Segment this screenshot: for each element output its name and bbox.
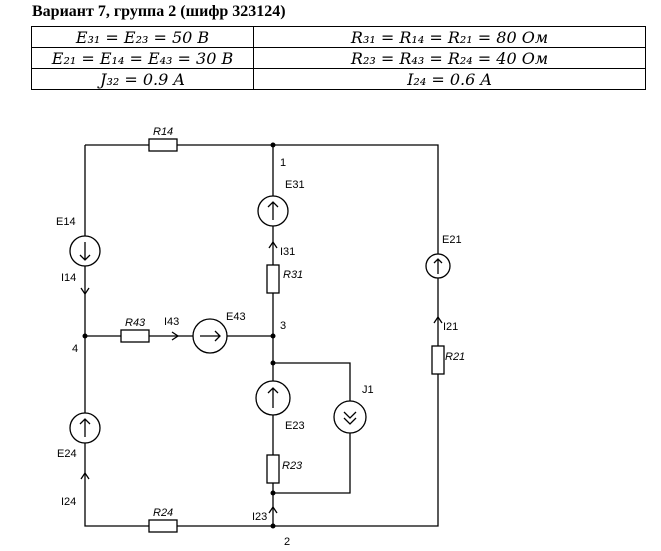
node-dot xyxy=(270,142,276,148)
label-r24: R24 xyxy=(153,507,173,519)
table-row: E₃₁ = E₂₃ = 50 B R₃₁ = R₁₄ = R₂₁ = 80 Ом xyxy=(31,26,646,48)
label-r14: R14 xyxy=(153,126,173,138)
label-r31: R31 xyxy=(283,269,303,281)
node-label-2: 2 xyxy=(284,536,290,548)
param-cell: I₂₄ = 0.6 A xyxy=(253,68,646,90)
arrow-i43-icon xyxy=(171,331,180,341)
resistor-r31 xyxy=(266,264,280,294)
param-cell: E₃₁ = E₂₃ = 50 B xyxy=(31,26,254,48)
node-label-1: 1 xyxy=(280,157,286,169)
param-cell: R₃₁ = R₁₄ = R₂₁ = 80 Ом xyxy=(253,26,646,48)
table-row: J₃₂ = 0.9 A I₂₄ = 0.6 A xyxy=(31,68,646,90)
label-e43: E43 xyxy=(226,311,246,323)
arrow-i21-icon xyxy=(433,315,443,324)
voltage-source-e43 xyxy=(192,318,228,354)
wires xyxy=(84,144,439,527)
voltage-source-e21 xyxy=(425,253,451,279)
arrow-i31-icon xyxy=(268,240,278,249)
node-dot xyxy=(270,523,276,529)
label-e31: E31 xyxy=(285,179,305,191)
node-label-4: 4 xyxy=(72,343,78,355)
label-r21: R21 xyxy=(445,351,465,363)
label-i24: I24 xyxy=(61,496,76,508)
label-i43: I43 xyxy=(164,316,179,328)
label-e21: E21 xyxy=(442,234,462,246)
label-i21: I21 xyxy=(443,321,458,333)
label-r23: R23 xyxy=(282,460,303,472)
voltage-source-e14 xyxy=(69,235,101,267)
label-e24: E24 xyxy=(57,448,77,460)
arrow-i23-icon xyxy=(268,505,278,514)
label-e14: E14 xyxy=(56,216,76,228)
parameters-table: E₃₁ = E₂₃ = 50 B R₃₁ = R₁₄ = R₂₁ = 80 Ом… xyxy=(31,26,646,90)
node-dot xyxy=(270,490,276,496)
arrow-i24-icon xyxy=(80,471,90,480)
resistor-r21 xyxy=(431,345,445,375)
label-i23: I23 xyxy=(252,511,267,523)
node-dot xyxy=(270,333,276,339)
param-cell: E₂₁ = E₁₄ = E₄₃ = 30 B xyxy=(31,47,254,69)
label-r43: R43 xyxy=(125,317,146,329)
variant-title: Вариант 7, группа 2 (шифр 323124) xyxy=(32,3,286,20)
label-i31: I31 xyxy=(280,246,295,258)
node-dot xyxy=(270,360,276,366)
resistor-r23 xyxy=(266,454,280,484)
voltage-source-e24 xyxy=(69,412,101,444)
voltage-source-e23 xyxy=(255,380,291,416)
voltage-source-e31 xyxy=(257,195,289,227)
param-cell: J₃₂ = 0.9 A xyxy=(31,68,254,90)
resistor-r43 xyxy=(120,329,150,343)
arrow-i14-icon xyxy=(80,287,90,296)
label-i14: I14 xyxy=(61,272,76,284)
label-j1: J1 xyxy=(362,384,374,396)
label-e23: E23 xyxy=(285,420,305,432)
resistor-r14 xyxy=(148,138,178,152)
resistor-r24 xyxy=(148,519,178,533)
node-dot xyxy=(82,333,88,339)
table-row: E₂₁ = E₁₄ = E₄₃ = 30 B R₂₃ = R₄₃ = R₂₄ =… xyxy=(31,47,646,69)
node-label-3: 3 xyxy=(280,320,286,332)
current-source-j1 xyxy=(333,400,367,434)
